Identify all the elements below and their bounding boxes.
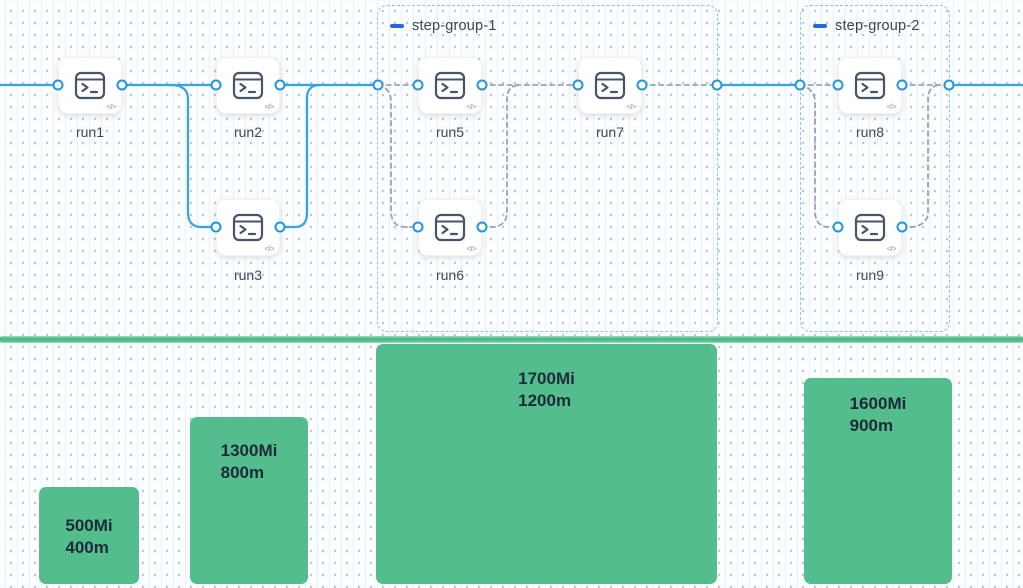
resource-bar-label: 1300Mi 800m [221,440,278,584]
port-run5-right[interactable] [476,79,488,91]
cpu-value: 400m [65,538,109,558]
edge-group1-run6 [377,84,419,228]
resource-bar-run2-run3: 1300Mi 800m [190,417,308,584]
cpu-value: 900m [849,416,894,436]
port-group1-in[interactable] [372,79,384,91]
edge-run1-run3 [168,83,218,229]
edge-run6-join [481,84,521,228]
port-run6-left[interactable] [412,221,424,233]
code-badge-icon: </> [106,102,117,111]
memory-value: 500Mi [65,516,113,535]
terminal-icon [434,213,466,242]
terminal-icon [434,71,466,100]
step-group-title: step-group-2 [835,18,920,34]
code-badge-icon: </> [466,244,477,253]
node-run7[interactable]: </> [578,57,642,114]
port-run3-left[interactable] [210,221,222,233]
resource-bar-label: 500Mi 400m [65,515,112,584]
node-label: run1 [75,124,105,140]
memory-value: 1300Mi [220,441,278,460]
code-badge-icon: </> [626,102,637,111]
terminal-icon [74,71,106,100]
code-badge-icon: </> [886,244,897,253]
resource-bar-step-group-2: 1600Mi 900m [804,378,952,584]
terminal-icon [854,71,886,100]
step-group-2-header: step-group-2 [813,18,949,34]
port-group1-out[interactable] [711,79,723,91]
port-group2-in[interactable] [794,79,806,91]
port-run8-right[interactable] [896,79,908,91]
memory-value: 1600Mi [849,394,907,413]
node-run8[interactable]: </> [838,57,902,114]
node-label: run7 [595,124,625,140]
terminal-icon [232,71,264,100]
node-label: run9 [855,267,885,283]
resource-bar-label: 1600Mi 900m [850,393,907,584]
edge-group2-run9 [799,84,839,228]
port-run2-left[interactable] [210,79,222,91]
node-label: run6 [435,267,465,283]
memory-value: 1700Mi [518,369,575,388]
node-run1[interactable]: </> [58,57,122,114]
step-group-2-box[interactable]: step-group-2 [800,5,950,332]
port-run2-right[interactable] [274,79,286,91]
resource-bar-step-group-1: 1700Mi 1200m [376,344,717,584]
port-run6-right[interactable] [476,221,488,233]
port-group2-out[interactable] [943,79,955,91]
resource-bar-label: 1700Mi 1200m [518,368,575,584]
port-run9-right[interactable] [896,221,908,233]
port-run8-left[interactable] [832,79,844,91]
node-run6[interactable]: </> [418,199,482,256]
step-group-1-header: step-group-1 [390,18,717,34]
edge-run9-join [901,84,942,228]
node-run5[interactable]: </> [418,57,482,114]
code-badge-icon: </> [264,102,275,111]
port-run7-left[interactable] [572,79,584,91]
port-run5-left[interactable] [412,79,424,91]
code-badge-icon: </> [264,244,275,253]
terminal-icon [594,71,626,100]
node-run3[interactable]: </> [216,199,280,256]
terminal-icon [232,213,264,242]
edge-run3-join [278,83,322,229]
cpu-value: 1200m [518,391,572,411]
port-run1-left[interactable] [52,79,64,91]
separator-line [0,336,1023,343]
node-label: run3 [233,267,263,283]
port-run7-right[interactable] [636,79,648,91]
terminal-icon [854,213,886,242]
port-run9-left[interactable] [832,221,844,233]
node-label: run2 [233,124,263,140]
port-run3-right[interactable] [274,221,286,233]
node-label: run5 [435,124,465,140]
group-collapse-icon[interactable] [390,24,404,28]
node-run9[interactable]: </> [838,199,902,256]
group-collapse-icon[interactable] [813,24,827,28]
resource-bar-run1: 500Mi 400m [39,487,139,584]
port-run1-right[interactable] [116,79,128,91]
node-label: run8 [855,124,885,140]
node-run2[interactable]: </> [216,57,280,114]
code-badge-icon: </> [886,102,897,111]
code-badge-icon: </> [466,102,477,111]
step-group-1-box[interactable]: step-group-1 [377,5,718,332]
step-group-title: step-group-1 [412,18,497,34]
cpu-value: 800m [220,463,265,483]
